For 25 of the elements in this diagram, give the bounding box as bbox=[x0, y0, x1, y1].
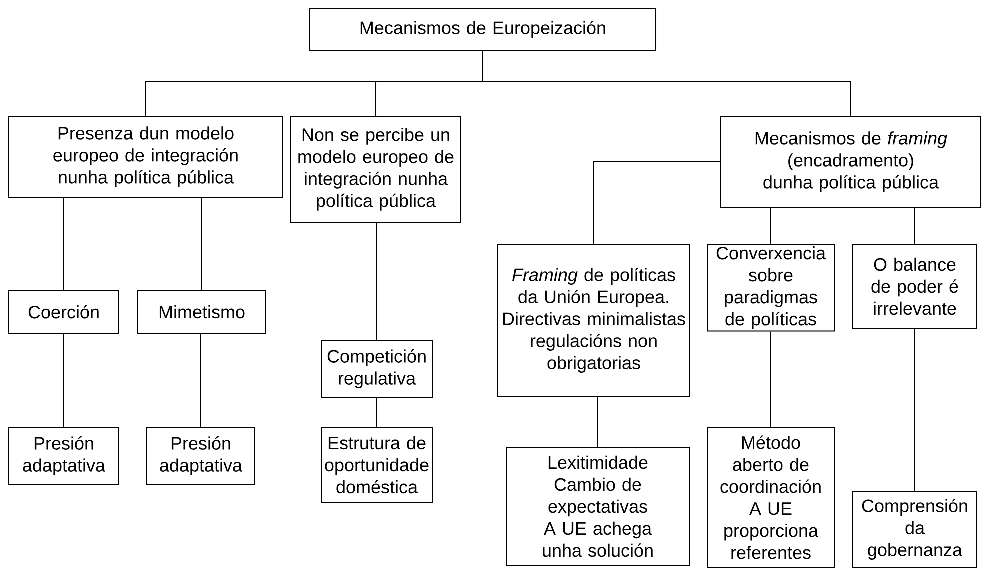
text-box: Mimetismo bbox=[138, 290, 266, 334]
text-box: Non se percibe un modelo europeo de integración nunha política pública bbox=[290, 116, 462, 223]
text-box: Framing de políticas da Unión Europea. Directivas minimalistas regulacións non obrigatorias bbox=[498, 244, 690, 397]
text-box: Mecanismos de framing (encadramento) dunha política pública bbox=[720, 116, 982, 208]
text-box: Lexitimidade Cambio de expectativas A UE achega unha solución bbox=[506, 447, 690, 566]
text-box: Comprensión da gobernanza bbox=[852, 491, 978, 568]
text-box: Presión adaptativa bbox=[146, 427, 256, 485]
connector-line bbox=[376, 222, 378, 340]
text-box: Presenza dun modelo europeo de integración nunha política pública bbox=[8, 116, 284, 198]
connector-line bbox=[482, 50, 852, 116]
text-box: Presión adaptativa bbox=[8, 427, 120, 485]
connector-line bbox=[770, 331, 772, 428]
connector-line bbox=[200, 334, 202, 428]
text-box: Estrutura de oportunidade doméstica bbox=[321, 427, 433, 503]
text-box: Coerción bbox=[8, 290, 120, 334]
connector-line bbox=[914, 328, 916, 492]
text-box: Competición regulativa bbox=[321, 340, 433, 398]
text-box: Mecanismos de Europeización bbox=[310, 8, 656, 51]
text-box: Converxencia sobre paradigmas de políticas bbox=[707, 244, 835, 332]
connector-line bbox=[770, 208, 772, 244]
connector-line bbox=[914, 208, 916, 244]
connector-line bbox=[594, 162, 721, 244]
text-box: O balance de poder é irrelevante bbox=[852, 244, 978, 329]
connector-line bbox=[376, 398, 378, 428]
text-box: Método aberto de coordinación A UE proporciona referentes bbox=[707, 427, 835, 568]
